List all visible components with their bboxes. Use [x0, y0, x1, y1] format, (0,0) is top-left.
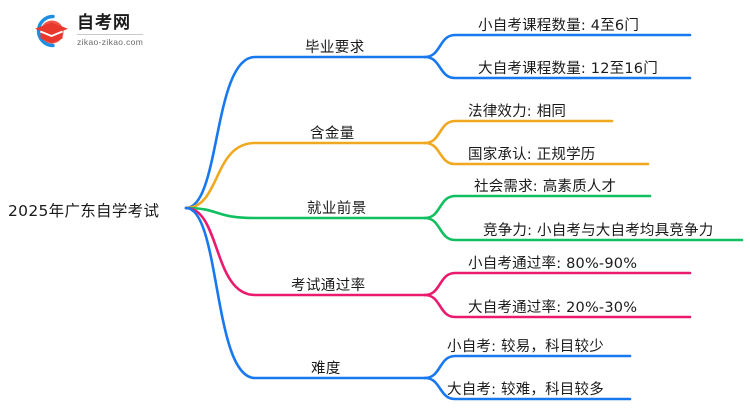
branch-connector	[423, 194, 652, 220]
topic-node[interactable]: 毕业要求	[305, 40, 365, 56]
branch-connector	[423, 216, 744, 242]
branch-connector	[423, 119, 614, 145]
branch-connector	[423, 376, 632, 401]
leaf-node[interactable]: 小自考课程数量: 4至6门	[478, 18, 640, 34]
branch-connector	[184, 206, 427, 297]
leaf-node[interactable]: 小自考: 较易，科目较少	[447, 339, 604, 355]
topic-node[interactable]: 考试通过率	[291, 278, 366, 294]
site-logo: 自考网 zikao-zikao.com	[28, 8, 208, 54]
branch-connector	[423, 141, 650, 166]
topic-node[interactable]: 含金量	[310, 126, 355, 142]
leaf-node[interactable]: 大自考课程数量: 12至16门	[478, 61, 658, 77]
root-node[interactable]: 2025年广东自学考试	[8, 202, 160, 220]
leaf-node[interactable]: 小自考通过率: 80%-90%	[468, 256, 638, 272]
leaf-node[interactable]: 国家承认: 正规学历	[468, 147, 596, 163]
branch-connector	[184, 206, 427, 220]
leaf-node[interactable]: 大自考通过率: 20%-30%	[468, 300, 638, 316]
branch-connector	[184, 55, 427, 210]
topic-node[interactable]: 就业前景	[307, 201, 367, 217]
branch-connector	[423, 271, 692, 297]
leaf-node[interactable]: 法律效力: 相同	[468, 104, 567, 120]
branch-connector	[184, 206, 427, 380]
logo-domain: zikao-zikao.com	[77, 37, 144, 48]
logo-wordmark: 自考网 zikao-zikao.com	[77, 15, 144, 48]
branch-connector	[184, 141, 427, 210]
topic-node[interactable]: 难度	[311, 361, 341, 377]
branch-connector	[423, 354, 632, 380]
branch-connector	[423, 55, 692, 80]
leaf-node[interactable]: 社会需求: 高素质人才	[474, 179, 617, 195]
branch-connector	[423, 293, 692, 319]
leaf-node[interactable]: 竞争力: 小自考与大自考均具竞争力	[483, 223, 714, 239]
branch-connector	[423, 33, 692, 59]
graduation-cap-icon	[28, 11, 70, 51]
logo-name-cn: 自考网	[77, 15, 144, 36]
leaf-node[interactable]: 大自考: 较难，科目较多	[447, 382, 604, 398]
